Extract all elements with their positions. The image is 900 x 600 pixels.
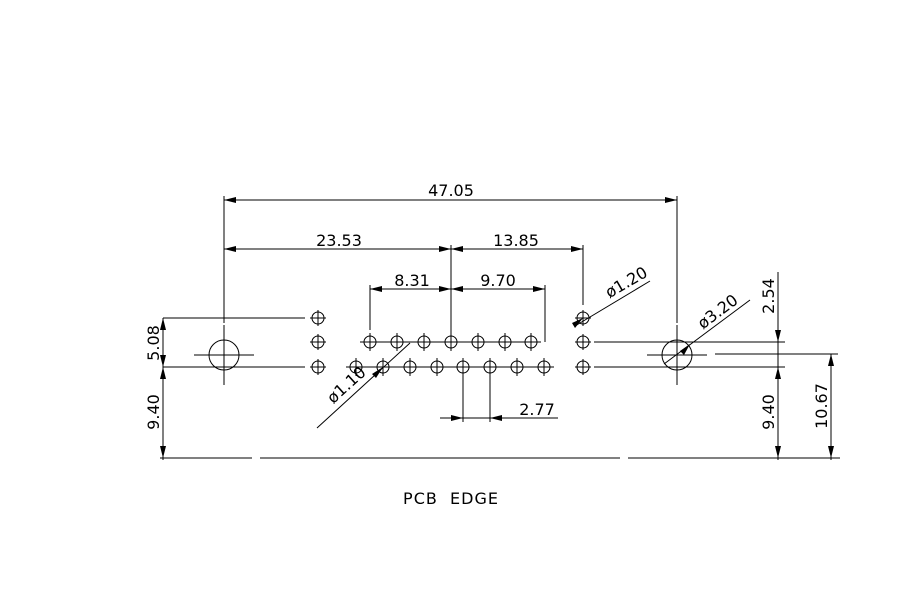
dim-dia-1-20: ø1.20 [602, 263, 651, 302]
diameter-leaders [316, 280, 751, 429]
dim-5-08: 5.08 [144, 325, 163, 361]
dimension-lines [160, 197, 834, 460]
dim-9-70: 9.70 [480, 271, 516, 290]
dim-dia-1-10: ø1.10 [323, 363, 369, 408]
mount-holes [194, 325, 707, 385]
dim-9-40-left: 9.40 [144, 394, 163, 430]
dimension-texts: 47.05 23.53 13.85 8.31 9.70 2.77 5.08 9.… [144, 181, 831, 430]
pcb-edge-label: PCB EDGE [403, 489, 499, 508]
dim-10-67: 10.67 [812, 383, 831, 429]
dim-47-05: 47.05 [428, 181, 474, 200]
signal-pins-top [360, 333, 541, 351]
dim-9-40-right: 9.40 [759, 394, 778, 430]
signal-pins-bottom [346, 358, 554, 376]
dim-23-53: 23.53 [316, 231, 362, 250]
dim-2-77: 2.77 [519, 400, 555, 419]
extension-lines [163, 196, 838, 422]
dim-2-54: 2.54 [759, 278, 778, 314]
dim-8-31: 8.31 [394, 271, 430, 290]
dim-13-85: 13.85 [493, 231, 539, 250]
